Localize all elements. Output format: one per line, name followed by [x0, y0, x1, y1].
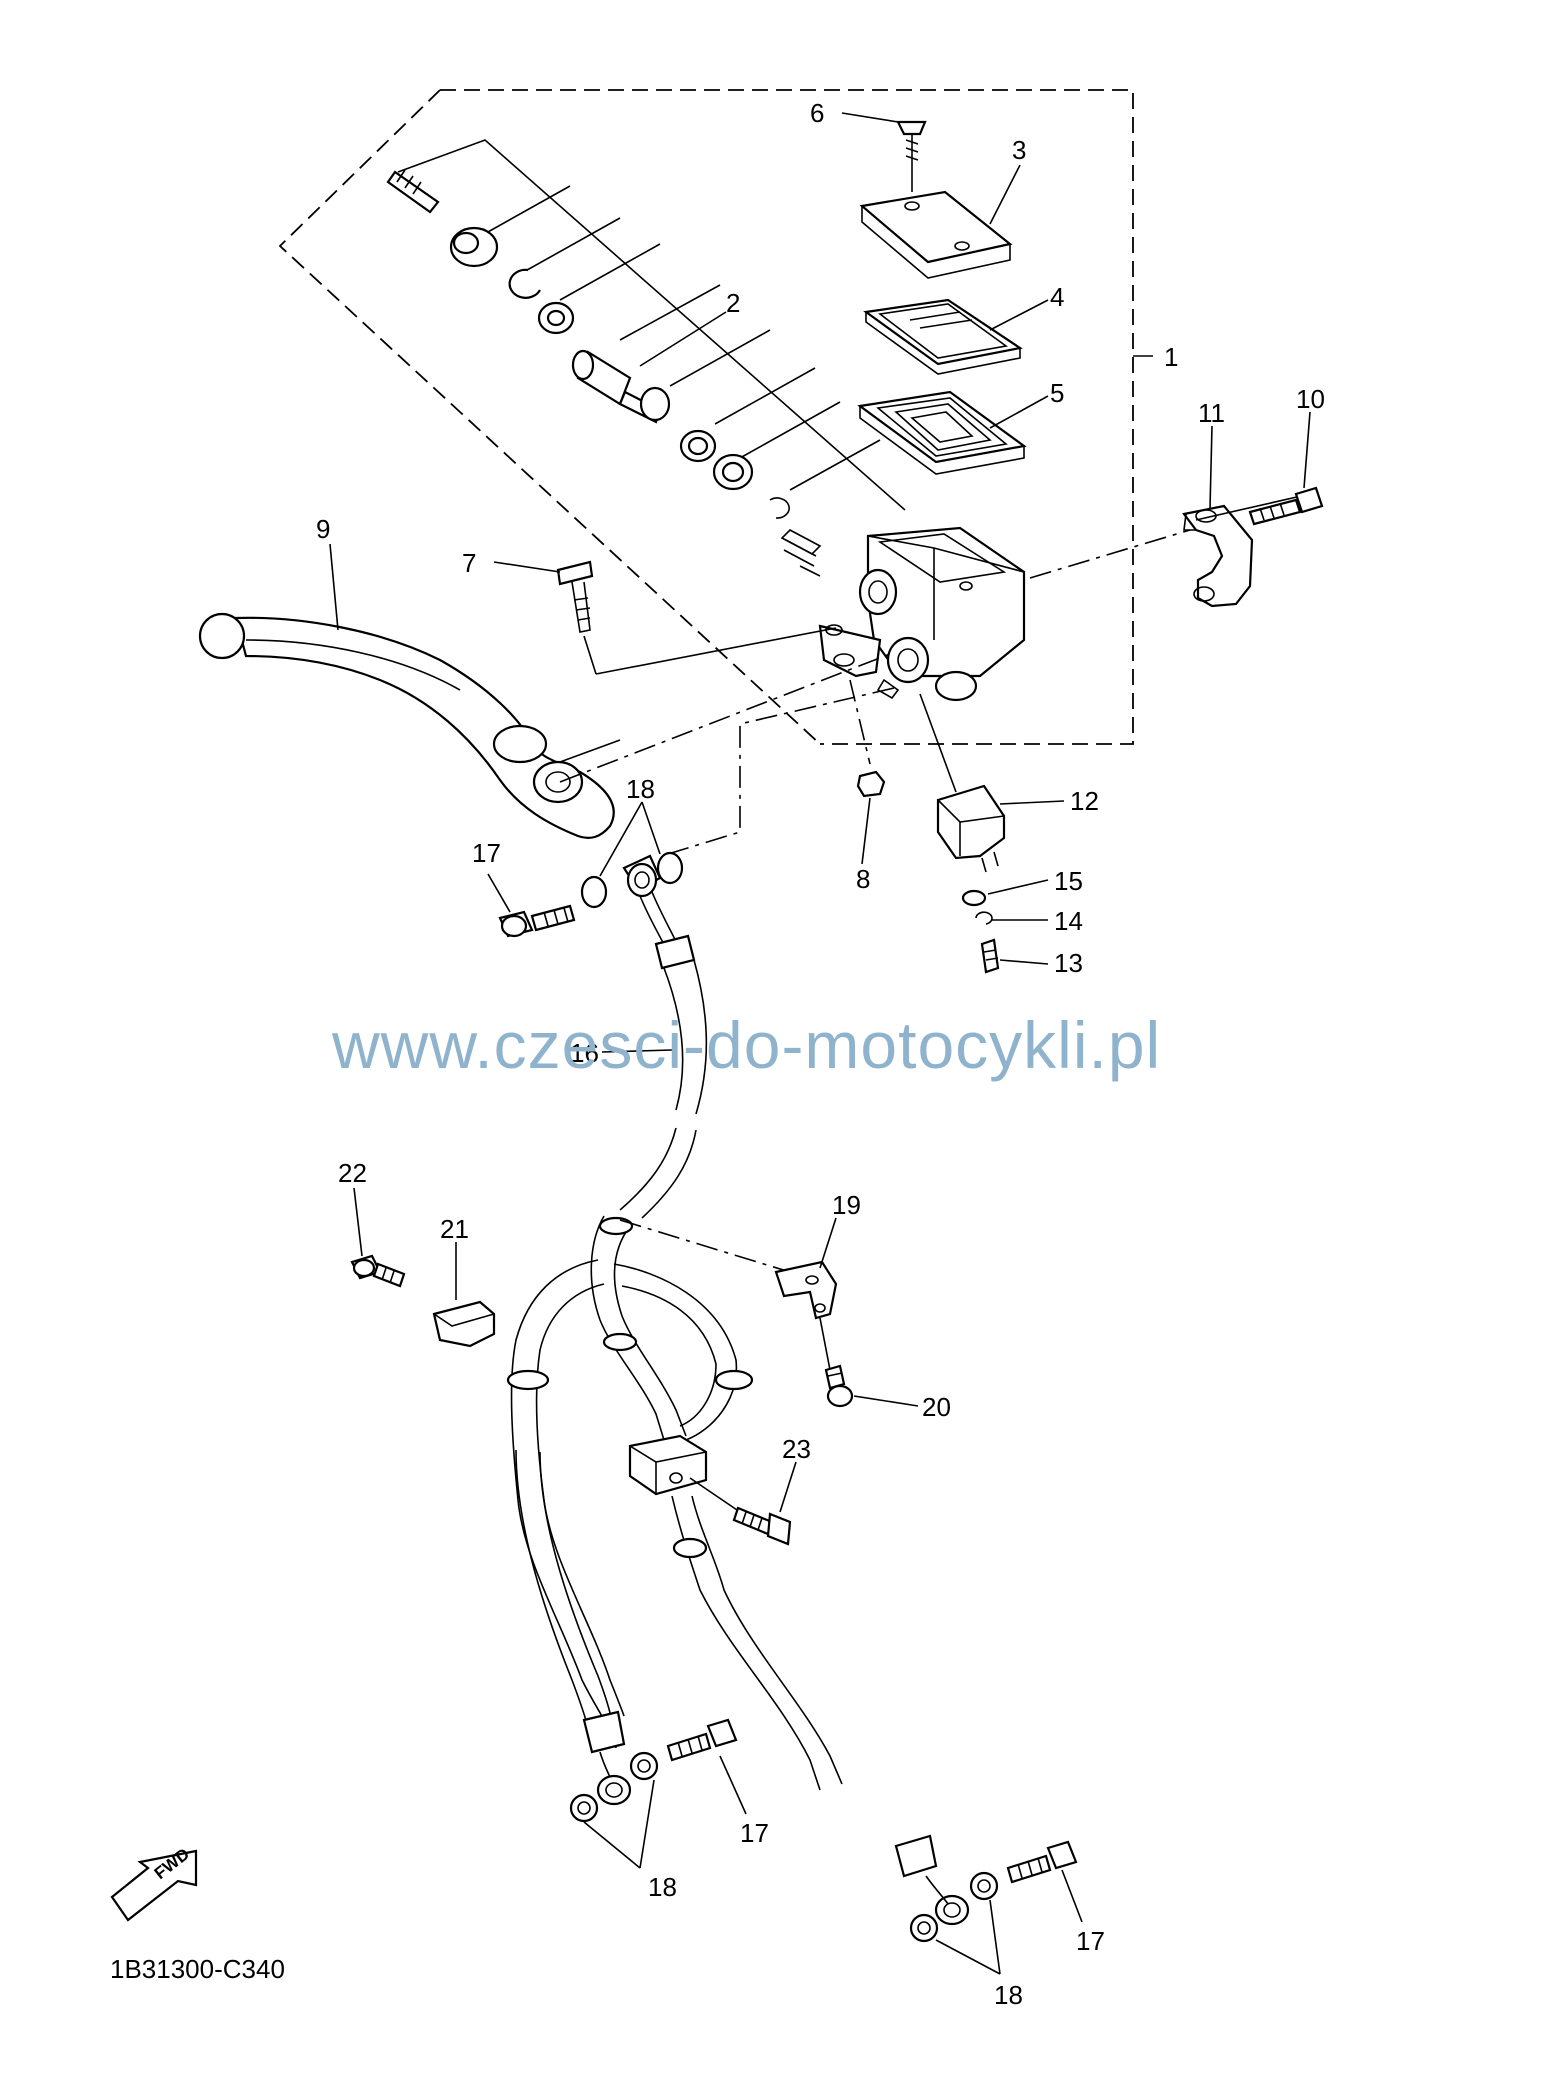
upper-brake-hose [498, 851, 708, 1219]
callout-10: 10 [1296, 384, 1325, 414]
callout-14: 14 [1054, 906, 1083, 936]
callout-18-upper: 18 [626, 774, 655, 804]
callout-20: 20 [922, 1392, 951, 1422]
callout-9: 9 [316, 514, 330, 544]
callout-5: 5 [1050, 378, 1064, 408]
callout-3: 3 [1012, 135, 1026, 165]
callout-4: 4 [1050, 282, 1064, 312]
callout-8: 8 [856, 864, 870, 894]
piston-kit-parts [386, 139, 906, 577]
assembly-boundary [278, 89, 1153, 745]
callout-13: 13 [1054, 948, 1083, 978]
callout-2: 2 [726, 288, 740, 318]
diagram-code: 1B31300-C340 [110, 1954, 285, 1984]
callout-11: 11 [1198, 398, 1225, 428]
callout-21: 21 [440, 1214, 469, 1244]
master-cylinder-body [818, 526, 1026, 702]
reservoir-cap-parts [857, 120, 1027, 475]
brake-switch-group [919, 693, 1006, 974]
callout-23: 23 [782, 1434, 811, 1464]
lower-brake-hoses [350, 1215, 1078, 1943]
callout-labels: 1 2 3 4 5 6 7 8 9 10 11 12 13 14 15 16 1… [316, 98, 1325, 2010]
callout-17-upper: 17 [472, 838, 501, 868]
holder-and-bolt [1029, 486, 1324, 608]
callout-17-lower-left: 17 [740, 1818, 769, 1848]
callout-6: 6 [810, 98, 824, 128]
callout-1: 1 [1164, 342, 1178, 372]
callout-7: 7 [462, 548, 476, 578]
fwd-arrow-icon: FWD [110, 1844, 198, 1922]
callout-18-lower-left: 18 [648, 1872, 677, 1902]
callout-12: 12 [1070, 786, 1099, 816]
callout-17-lower-right: 17 [1076, 1926, 1105, 1956]
leader-lines [329, 112, 1311, 1975]
callout-16: 16 [570, 1038, 599, 1068]
watermark-text: www.czesci-do-motocykli.pl [331, 1008, 1161, 1082]
callout-18-lower-right: 18 [994, 1980, 1023, 2010]
callout-15: 15 [1054, 866, 1083, 896]
brake-lever-group [198, 560, 895, 855]
callout-19: 19 [832, 1190, 861, 1220]
callout-22: 22 [338, 1158, 367, 1188]
